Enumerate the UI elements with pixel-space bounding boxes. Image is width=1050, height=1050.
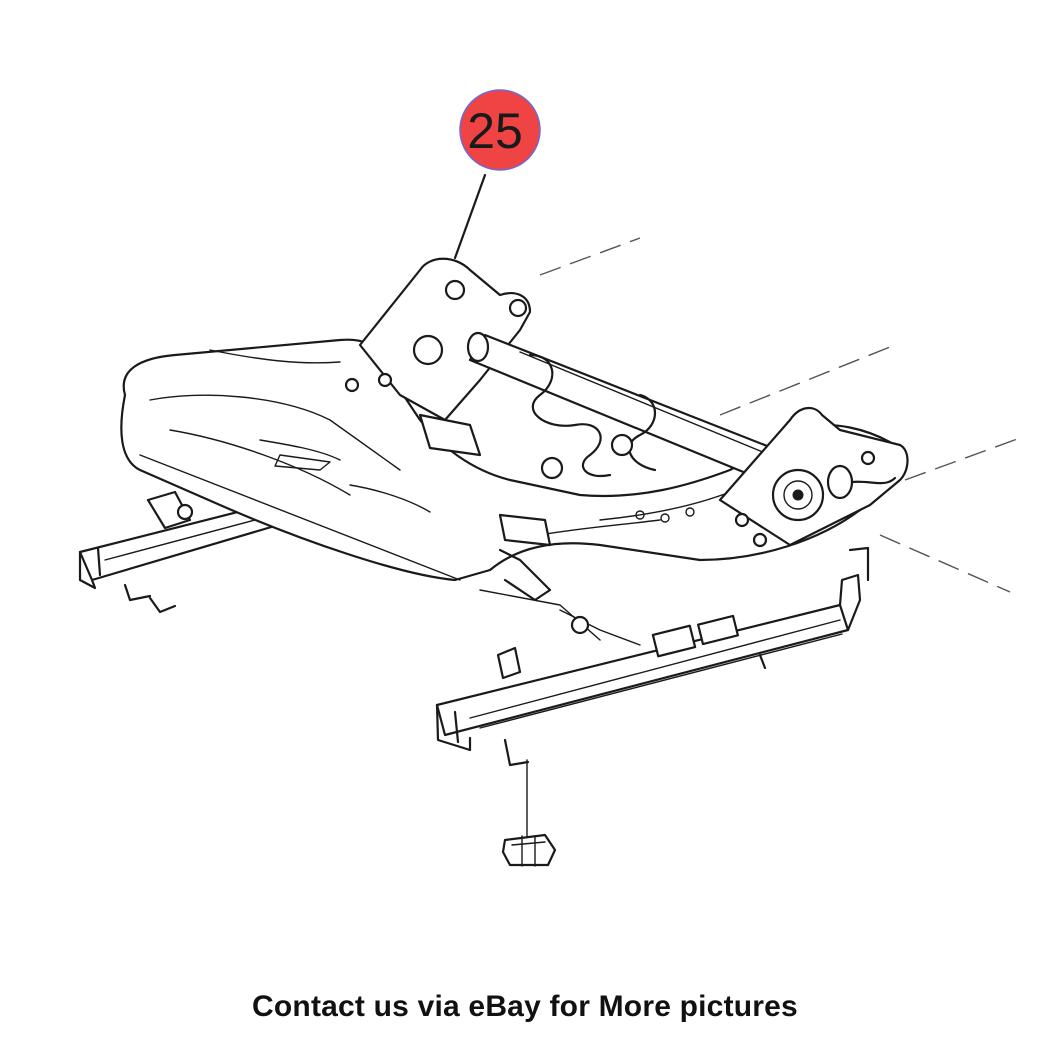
callout-leader-line: [453, 173, 487, 260]
seat-track-left: [78, 490, 297, 614]
callout-circle: [459, 89, 541, 171]
cross-tube: [466, 331, 792, 487]
mounting-bolt: [501, 759, 557, 867]
seat-track-right: [435, 546, 870, 767]
seat-back-bracket: [344, 257, 532, 422]
callout-bubble: 25: [459, 89, 541, 171]
spring-wire: [528, 353, 657, 480]
center-mechanism: [418, 413, 641, 646]
reference-lines: [539, 237, 1021, 593]
side-arm-motor: [718, 407, 909, 548]
callout-number: 25: [467, 103, 523, 159]
caption-text: Contact us via eBay for More pictures: [252, 990, 798, 1023]
